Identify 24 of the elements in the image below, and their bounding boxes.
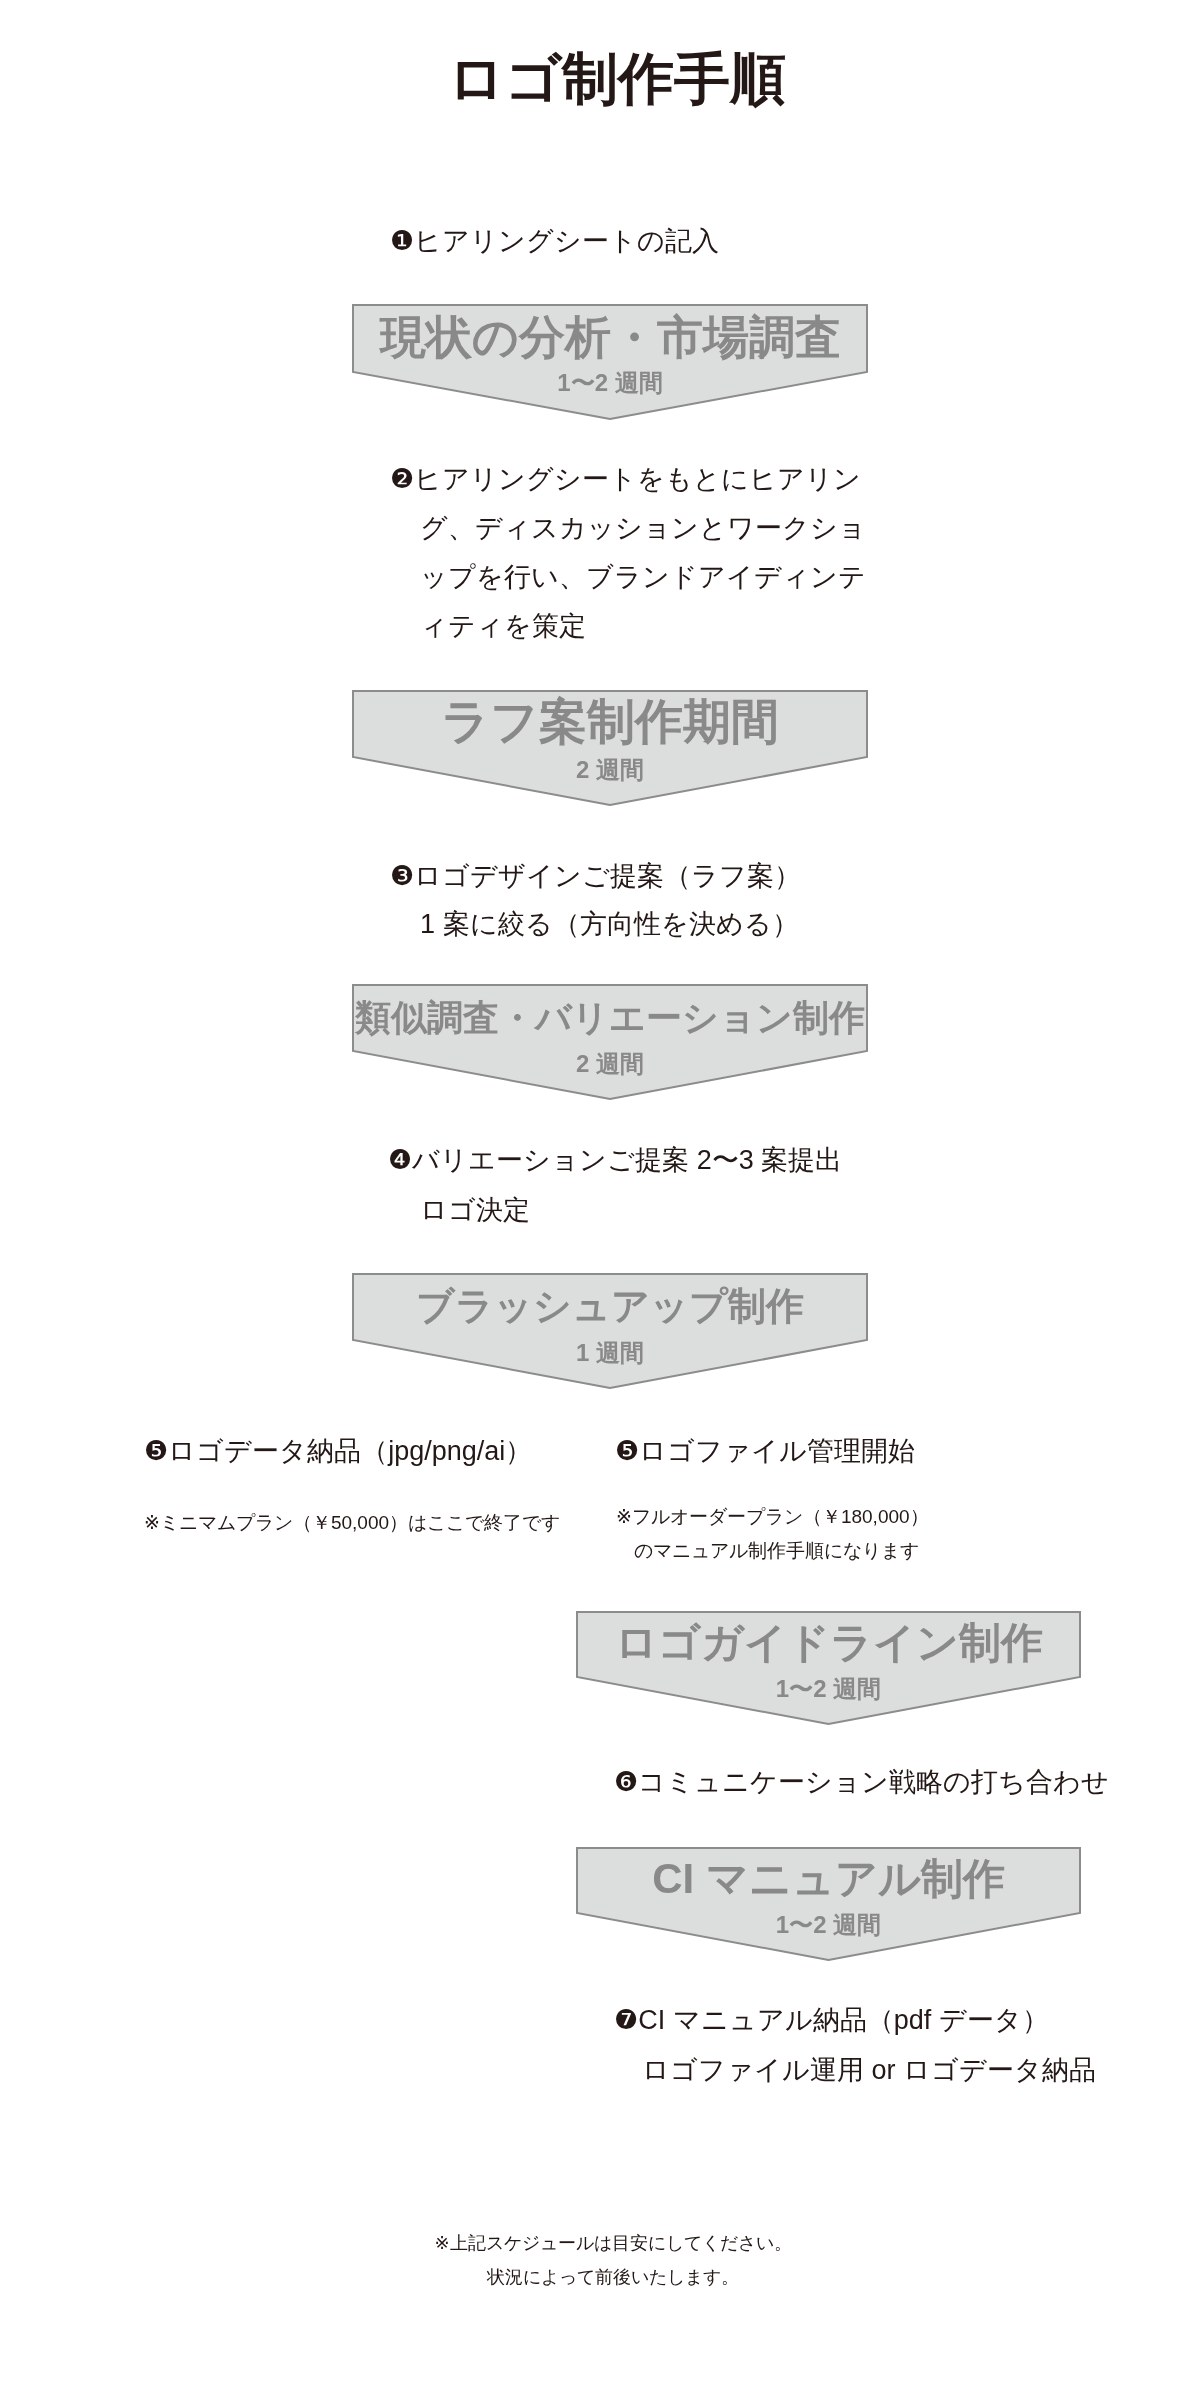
duration-text: 1〜2 週間: [775, 1674, 882, 1703]
step-text: ❺ロゴデータ納品（jpg/png/ai）: [144, 1435, 533, 1468]
phase-title: ロゴガイドライン制作: [614, 1618, 1043, 1668]
page-title: ロゴ制作手順: [448, 46, 786, 112]
phase-title: 現状の分析・市場調査: [379, 310, 841, 365]
phase-title: CI マニュアル制作: [652, 1854, 1005, 1904]
plan-note: ※ミニマムプラン（￥50,000）はここで終了です: [144, 1511, 561, 1535]
step-text: ❼CI マニュアル納品（pdf データ）ロゴファイル運用 or ロゴデータ納品: [614, 2004, 1097, 2087]
step-text: ❶ヒアリングシートの記入: [390, 225, 720, 258]
duration-text: 1〜2 週間: [775, 1910, 882, 1939]
step-text: ❺ロゴファイル管理開始: [615, 1435, 916, 1468]
plan-note: ※フルオーダープラン（￥180,000）のマニュアル制作手順になります: [616, 1505, 930, 1563]
duration-text: 2 週間: [576, 755, 644, 784]
duration-text: 2 週間: [576, 1049, 644, 1078]
phase-title: 類似調査・バリエーション制作: [355, 996, 865, 1039]
step-text: ❸ロゴデザインご提案（ラフ案）1 案に絞る（方向性を決める）: [390, 860, 802, 941]
phase-title: ブラッシュアップ制作: [416, 1284, 804, 1329]
phase-title: ラフ案制作期間: [441, 694, 779, 750]
schedule-note: ※上記スケジュールは目安にしてください。状況によって前後いたします。: [433, 2232, 793, 2289]
step-text: ❷ヒアリングシートをもとにヒアリング、ディスカッションとワークショップを行い、ブランドアイディンティティを策定: [390, 463, 867, 643]
duration-text: 1 週間: [576, 1338, 644, 1367]
step-text: ❹バリエーションご提案 2〜3 案提出ロゴ決定: [388, 1144, 844, 1227]
duration-text: 1〜2 週間: [557, 368, 663, 397]
step-text: ❻コミュニケーション戦略の打ち合わせ: [614, 1766, 1110, 1799]
